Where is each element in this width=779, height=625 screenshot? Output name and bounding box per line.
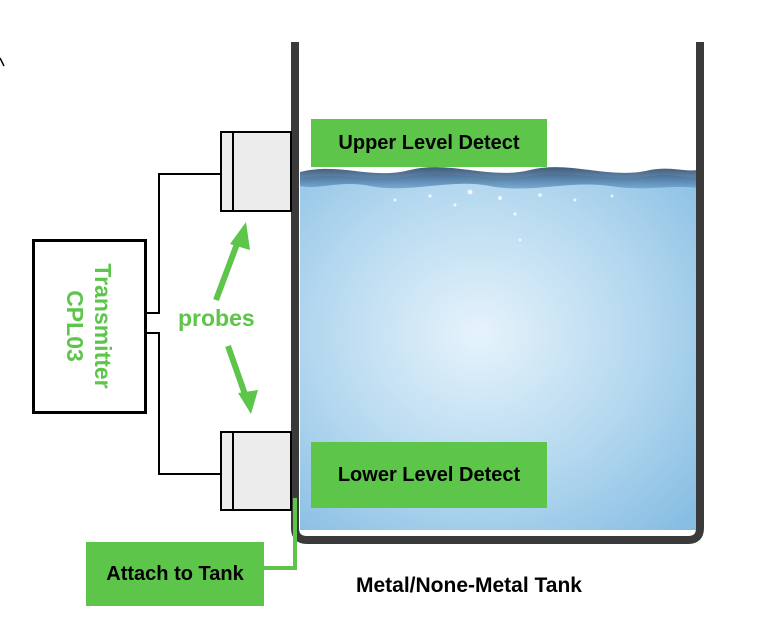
corner-mark <box>0 57 5 67</box>
upper-level-label: Upper Level Detect <box>311 119 547 167</box>
transmitter-model: CPL03 <box>62 290 88 362</box>
attach-connector <box>264 498 297 570</box>
wiring <box>145 173 221 475</box>
tank-caption: Metal/None-Metal Tank <box>356 574 582 597</box>
probe-arrows <box>213 222 258 414</box>
lower-probe <box>220 431 292 511</box>
bubbles <box>393 189 614 242</box>
attach-to-tank-label: Attach to Tank <box>86 542 264 606</box>
probes-label: probes <box>178 305 255 331</box>
transmitter-box <box>32 239 147 414</box>
lower-level-label: Lower Level Detect <box>311 442 547 508</box>
water <box>300 174 697 530</box>
upper-probe <box>220 131 292 212</box>
water-surface <box>300 167 697 189</box>
transmitter-name: Transmitter <box>90 263 116 389</box>
transmitter-label: Transmitter CPL03 <box>61 263 117 388</box>
